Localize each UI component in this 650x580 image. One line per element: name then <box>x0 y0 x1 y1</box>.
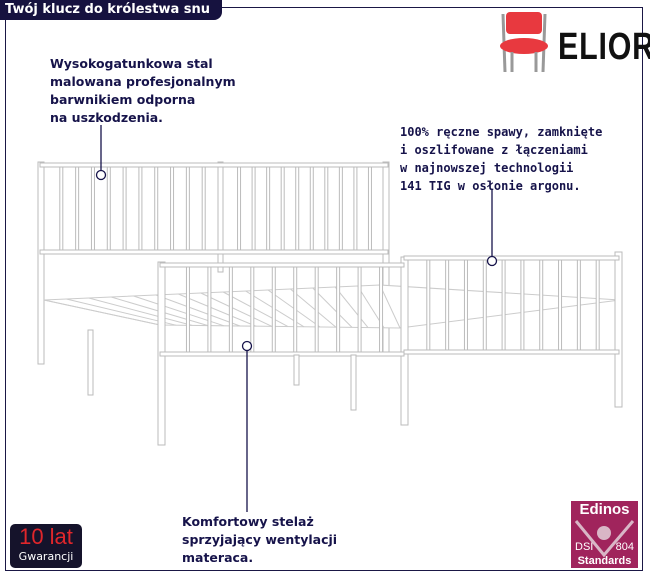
bed-bar <box>558 259 563 351</box>
callout-line: barwnikiem odporna <box>50 92 196 107</box>
bed-bar <box>90 166 95 251</box>
bed-bar <box>324 166 329 251</box>
grid-slat <box>312 287 353 328</box>
bed-bar <box>271 266 276 353</box>
bed-post <box>217 161 224 273</box>
header-tab: Twój klucz do królestwa snu <box>0 0 223 20</box>
callout-line: w najnowszej technologii <box>400 161 574 175</box>
bed-bar <box>426 259 431 351</box>
bed-bar <box>185 266 190 353</box>
bed-bar <box>237 166 242 251</box>
bed-bar <box>501 259 506 351</box>
callout-frame: Komfortowy stelaż sprzyjający wentylacji… <box>182 513 337 567</box>
bed-bar <box>293 266 298 353</box>
bed-post <box>614 251 623 408</box>
edinos-left: DSI <box>575 541 594 553</box>
grid-slat <box>43 299 161 326</box>
warranty-badge: 10 lat Gwarancji <box>10 524 82 568</box>
bed-bar <box>201 166 206 251</box>
edinos-badge: Edinos DSI 804 Standards <box>571 501 638 568</box>
callout-line: Komfortowy stelaż <box>182 514 314 529</box>
bed-bar <box>185 166 190 251</box>
grid-slat <box>379 284 401 329</box>
grid-slat <box>222 291 289 328</box>
callout-line: malowana profesjonalnym <box>50 74 236 89</box>
grid-slat <box>200 292 273 327</box>
edinos-v-icon <box>574 520 635 558</box>
bed-bar <box>309 166 314 251</box>
bed-bar <box>379 266 384 353</box>
warranty-years: 10 lat <box>19 524 73 549</box>
bed-bar <box>445 259 450 351</box>
callout-dot <box>486 255 498 267</box>
edinos-right: 804 <box>615 541 634 553</box>
bed-bar <box>367 166 372 251</box>
bed-bar <box>207 266 212 353</box>
callout-dot <box>241 340 253 352</box>
bed-bar <box>520 259 525 351</box>
bed-bar <box>338 166 343 251</box>
callout-steel: Wysokogatunkowa stal malowana profesjona… <box>50 55 236 127</box>
bed-bar <box>482 259 487 351</box>
callout-line: materaca. <box>182 550 254 565</box>
bed-post <box>37 161 45 365</box>
bed-bar <box>353 166 358 251</box>
bed-bar <box>250 266 255 353</box>
bed-bar <box>295 166 300 251</box>
warranty-label: Gwarancji <box>18 550 74 563</box>
grid-slat <box>88 297 193 326</box>
grid-slat <box>155 294 241 327</box>
bed-bar <box>539 259 544 351</box>
bed-bar <box>251 166 256 251</box>
bed-bar <box>336 266 341 353</box>
bed-bar <box>266 166 271 251</box>
bed-bar <box>122 166 127 251</box>
callout-line: na uszkodzenia. <box>50 110 163 125</box>
callout-line: sprzyjający wentylacji <box>182 532 338 547</box>
callout-line: 100% ręczne spawy, zamknięte <box>400 125 603 139</box>
bed-bar <box>154 166 159 251</box>
callout-line: i oszlifowane z łączeniami <box>400 143 588 157</box>
bed-bar <box>357 266 362 353</box>
bed-bar <box>59 166 64 251</box>
border-frame <box>5 7 643 571</box>
grid-slat <box>178 293 257 327</box>
callout-dot <box>95 169 107 181</box>
grid-slat <box>290 288 337 328</box>
callout-line: 141 TIG w osłonie argonu. <box>400 179 581 193</box>
bed-bar <box>138 166 143 251</box>
bed-bar <box>314 266 319 353</box>
bed-bar <box>576 259 581 351</box>
brand-logo: ELIOR <box>558 26 650 68</box>
callout-welds: 100% ręczne spawy, zamknięte i oszlifowa… <box>400 123 602 195</box>
bed-bar <box>106 166 111 251</box>
edinos-title: Edinos <box>579 501 630 518</box>
grid-slat <box>334 286 369 328</box>
bed-bar <box>463 259 468 351</box>
edinos-bottom: Standards <box>577 555 632 567</box>
bed-bar <box>280 166 285 251</box>
bed-bar <box>75 166 80 251</box>
callout-line: Wysokogatunkowa stal <box>50 56 213 71</box>
bed-bar <box>595 259 600 351</box>
bed-bar <box>228 266 233 353</box>
bed-bar <box>170 166 175 251</box>
